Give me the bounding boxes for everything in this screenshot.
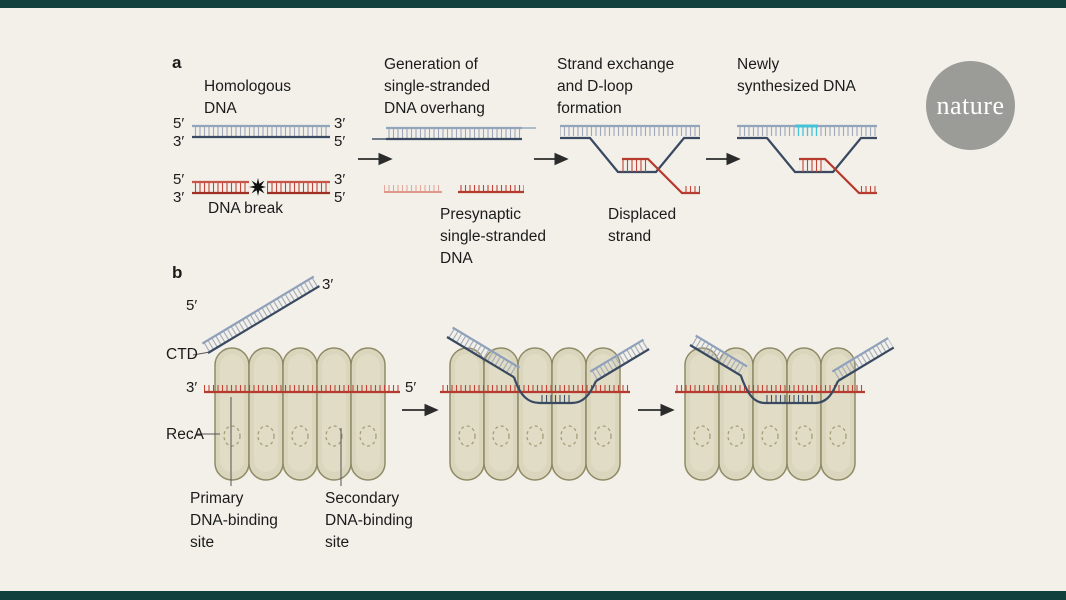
dsdna-ladder-2-right [589, 338, 650, 382]
resected-dna-duplex [372, 126, 536, 141]
bottom-accent-bar [0, 591, 1066, 600]
dsdna-threaded-segment-2 [512, 376, 597, 405]
step4-heading: Newly synthesized DNA [737, 56, 856, 95]
homologous-dna-duplex [192, 124, 330, 139]
dna-break-label: DNA break [208, 200, 283, 217]
reca-label: RecA [166, 426, 204, 443]
duplex1-right-5prime-label: 5′ [334, 133, 346, 150]
secondary-binding-site-label: Secondary DNA-binding site [325, 490, 413, 551]
duplex2-left-3prime-label: 3′ [173, 189, 185, 206]
panel-b-label: b [172, 263, 183, 282]
ctd-label: CTD [166, 346, 198, 363]
duplex1-right-3prime-label: 3′ [334, 115, 346, 132]
nature-logo-text: nature [936, 90, 1005, 120]
dsdna-ladder-2-left [446, 326, 521, 379]
displaced-strand-label: Displaced strand [608, 206, 677, 245]
red-line-5prime-label: 5′ [405, 379, 417, 396]
primary-binding-site-label: Primary DNA-binding site [190, 490, 278, 551]
ssdna-fragment-faded [384, 185, 442, 193]
dloop-newly-synthesized [737, 124, 877, 195]
dloop-structure [560, 124, 700, 195]
dsdna-ladder-3-right [831, 337, 895, 382]
ssdna-fragment-red [458, 185, 524, 194]
ssdna-red-filament-1 [204, 385, 400, 394]
duplex2-left-5prime-label: 5′ [173, 171, 185, 188]
dsdna-ladder-1 [201, 275, 320, 354]
step3-heading: Strand exchange and D-loop formation [557, 56, 675, 117]
ssdna-red-filament-2 [440, 385, 630, 394]
ladder1-5prime-label: 5′ [186, 297, 198, 314]
panel-a-diagram [192, 124, 877, 196]
red-line-3prime-label: 3′ [186, 379, 198, 396]
dna-break-star-icon [249, 178, 266, 196]
reca-filament-1 [214, 347, 386, 481]
dsdna-ladder-3-left [689, 334, 748, 377]
dsdna-threaded-segment-3 [739, 375, 840, 405]
duplex1-left-5prime-label: 5′ [173, 115, 185, 132]
step2-heading: Generation of single-stranded DNA overha… [384, 56, 490, 117]
broken-dna-duplex [192, 178, 330, 196]
ladder1-3prime-label: 3′ [322, 276, 334, 293]
nature-logo: nature [926, 61, 1015, 150]
top-accent-bar [0, 0, 1066, 8]
ctd-pointer-line [192, 351, 211, 356]
duplex2-right-5prime-label: 5′ [334, 189, 346, 206]
duplex1-left-3prime-label: 3′ [173, 133, 185, 150]
panel-a-label: a [172, 53, 182, 72]
presynaptic-label: Presynaptic single-stranded DNA [440, 206, 546, 267]
panel-b-diagram [192, 275, 895, 486]
reca-filament-3 [684, 347, 856, 481]
homologous-dna-label: Homologous DNA [204, 78, 292, 117]
duplex2-right-3prime-label: 3′ [334, 171, 346, 188]
